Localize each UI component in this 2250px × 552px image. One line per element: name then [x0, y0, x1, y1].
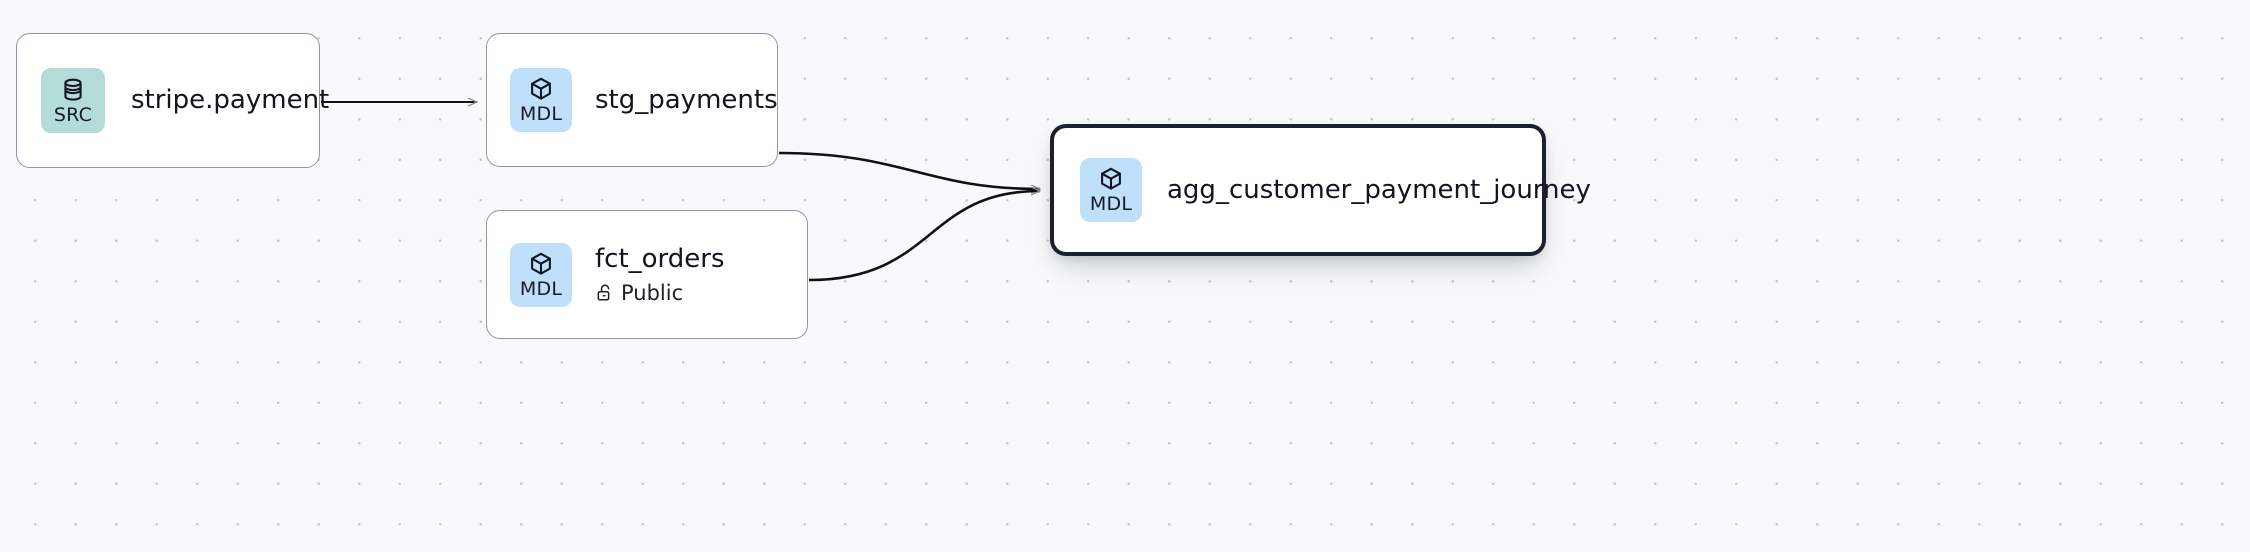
model-type-badge: MDL: [510, 68, 572, 132]
edge-stg-payments-to-agg-customer-payment-journey: [778, 151, 1040, 189]
visibility-status: Public: [595, 281, 725, 305]
node-title: stripe.payment: [131, 85, 330, 116]
node-body: stg_payments: [595, 84, 778, 116]
badge-label: MDL: [519, 277, 563, 300]
badge-label: SRC: [53, 103, 93, 126]
node-body: stripe.payment: [131, 85, 330, 116]
graph-node-stg-payments[interactable]: MDL stg_payments: [486, 33, 778, 167]
badge-label: MDL: [1089, 193, 1133, 215]
model-type-badge: MDL: [1080, 158, 1142, 222]
node-title: fct_orders: [595, 244, 725, 275]
node-body: fct_orders Public: [595, 244, 725, 305]
cube-icon: [1098, 166, 1124, 192]
graph-node-agg-customer-payment-journey[interactable]: MDL agg_customer_payment_journey: [1050, 124, 1591, 256]
edge-fct-orders-to-agg-customer-payment-journey: [808, 191, 1040, 282]
graph-node-fct-orders[interactable]: MDL fct_orders Public: [486, 210, 808, 339]
unlock-icon: [595, 283, 614, 302]
source-type-badge: SRC: [41, 68, 105, 133]
node-body: agg_customer_payment_journey: [1167, 174, 1591, 206]
node-title: agg_customer_payment_journey: [1167, 174, 1591, 205]
graph-node-stripe-payment[interactable]: SRC stripe.payment: [16, 33, 330, 168]
model-type-badge: MDL: [510, 242, 572, 307]
visibility-label: Public: [621, 280, 684, 305]
badge-label: MDL: [519, 103, 563, 125]
cube-icon: [528, 76, 554, 102]
node-title: stg_payments: [595, 84, 778, 115]
database-icon: [60, 77, 86, 103]
cube-icon: [528, 251, 554, 277]
